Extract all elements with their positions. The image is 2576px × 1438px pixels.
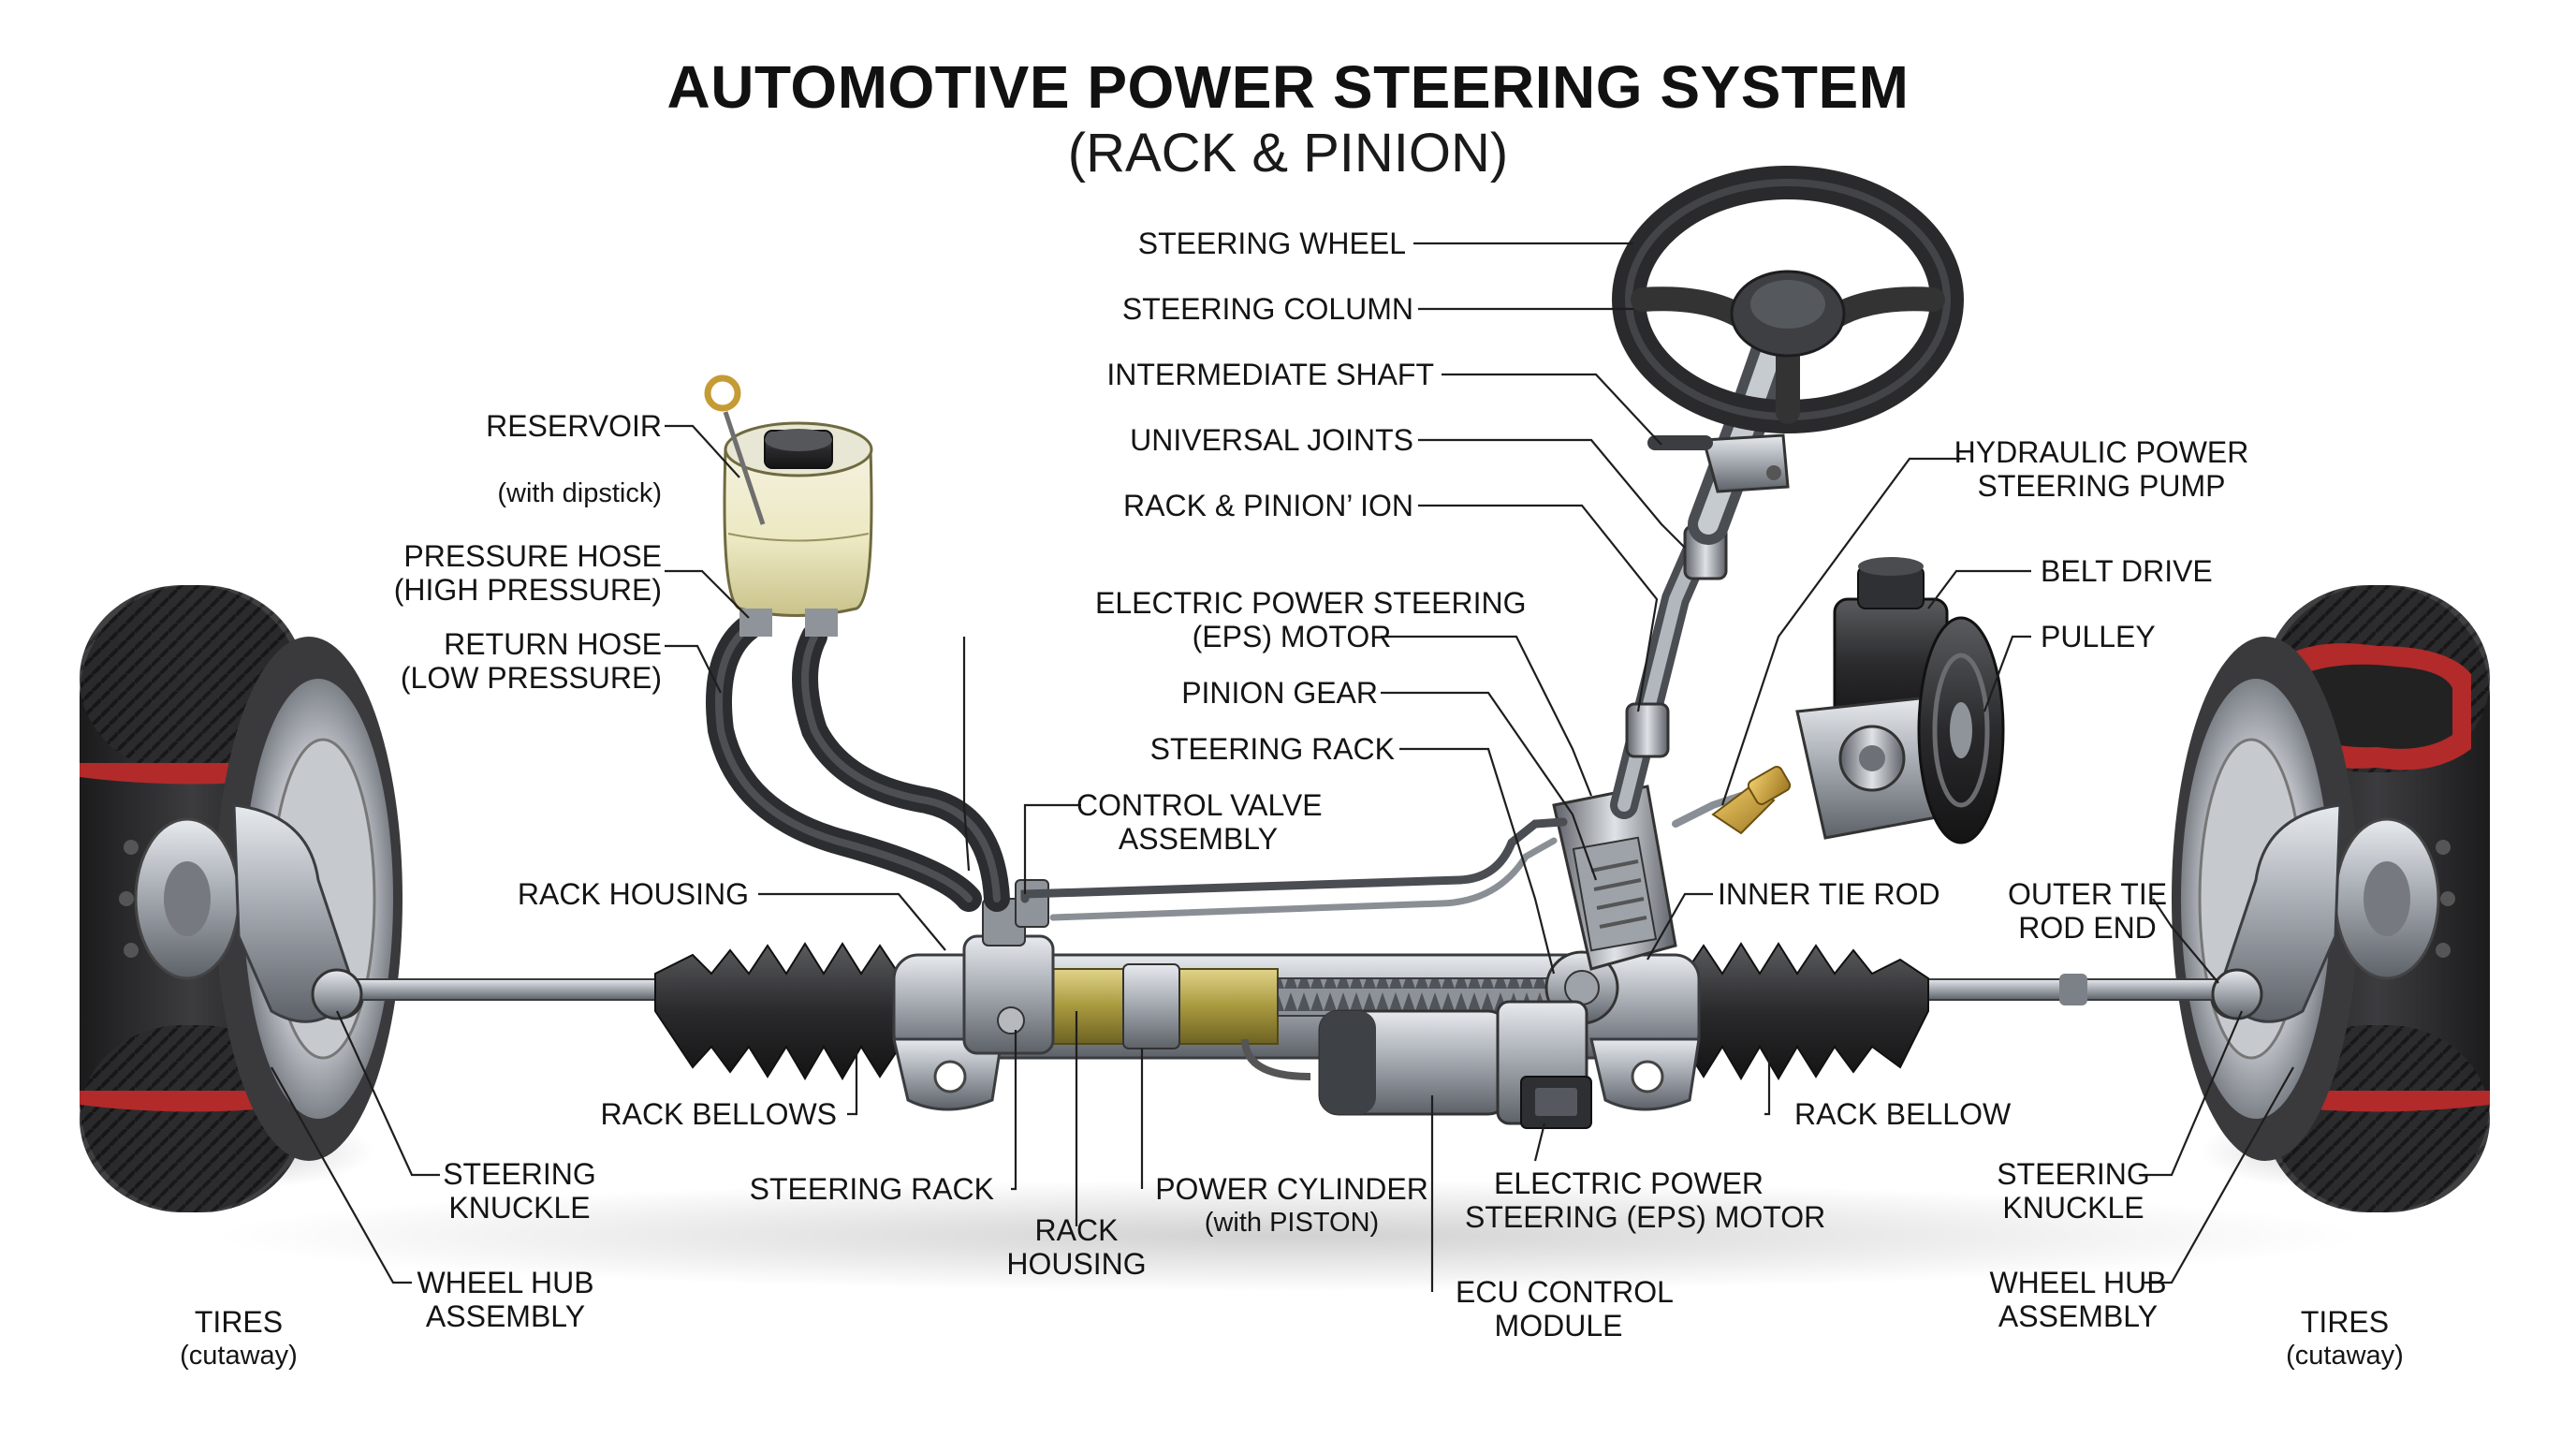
right-tire-cutaway: [2172, 585, 2490, 1212]
label-reservoir: RESERVOIR: [486, 409, 662, 443]
pinion-gear-tower: [1552, 785, 1677, 971]
label-inner-tie-rod: INNER TIE ROD: [1718, 877, 1940, 911]
page-title: AUTOMOTIVE POWER STEERING SYSTEM: [666, 53, 1910, 121]
label-belt-drive: BELT DRIVE: [2041, 554, 2213, 588]
label-tires-right: TIRES (cutaway): [2286, 1305, 2404, 1371]
label-pulley: PULLEY: [2041, 620, 2156, 653]
label-rack-housing-bottom: RACK HOUSING: [1006, 1213, 1147, 1281]
label-return-hose: RETURN HOSE (LOW PRESSURE): [400, 627, 662, 695]
label-control-valve: CONTROL VALVE ASSEMBLY: [1076, 788, 1323, 856]
label-power-cylinder: POWER CYLINDER (with PISTON): [1155, 1172, 1428, 1238]
pressure-hose: [706, 614, 982, 912]
label-intermediate-shaft: INTERMEDIATE SHAFT: [1106, 358, 1434, 391]
ecu-module: [1520, 1076, 1592, 1129]
label-pressure-hose: PRESSURE HOSE (HIGH PRESSURE): [393, 539, 662, 607]
label-rack-pinion: RACK & PINION’ ION: [1123, 489, 1413, 522]
ground-shadow: [212, 1180, 2364, 1292]
label-steering-column: STEERING COLUMN: [1121, 292, 1413, 326]
label-eps-motor-top: ELECTRIC POWER STEERING (EPS) MOTOR: [1095, 586, 1527, 653]
label-steering-knuckle-left: STEERING KNUCKLE: [443, 1157, 596, 1225]
steering-wheel: [1612, 166, 1964, 433]
left-rack-bellows: [654, 942, 900, 1080]
label-pinion-gear: PINION GEAR: [1181, 676, 1378, 710]
label-wheel-hub-left: WHEEL HUB ASSEMBLY: [417, 1266, 594, 1333]
reservoir-with-dipstick: [704, 374, 873, 637]
label-steering-wheel: STEERING WHEEL: [1137, 227, 1406, 260]
label-steering-rack-top: STEERING RACK: [1149, 732, 1395, 766]
label-outer-tie-rod-end: OUTER TIE ROD END: [2007, 877, 2168, 945]
right-tie-rod: [1899, 968, 2263, 1020]
label-rack-bellows: RACK BELLOWS: [600, 1097, 837, 1131]
label-rack-housing-left: RACK HOUSING: [517, 877, 749, 911]
page-subtitle: (RACK & PINION): [1067, 123, 1509, 183]
right-rack-bellows: [1684, 942, 1929, 1080]
eps-motor: [1241, 1000, 1588, 1125]
label-universal-joints: UNIVERSAL JOINTS: [1130, 423, 1413, 457]
label-tires-left: TIRES (cutaway): [180, 1305, 298, 1371]
label-rack-bellow: RACK BELLOW: [1794, 1097, 2012, 1131]
label-reservoir-note: (with dipstick): [497, 478, 662, 508]
label-steering-knuckle-right: STEERING KNUCKLE: [1997, 1157, 2150, 1225]
label-wheel-hub-right: WHEEL HUB ASSEMBLY: [1989, 1266, 2167, 1333]
label-eps-motor-bottom: ELECTRIC POWER STEERING (EPS) MOTOR: [1465, 1167, 1826, 1234]
left-tire-cutaway: [80, 585, 402, 1212]
leader-lines: [271, 242, 2294, 1292]
label-steering-rack-bottom: STEERING RACK: [749, 1172, 994, 1206]
label-ecu-control-module: ECU CONTROL MODULE: [1456, 1275, 1674, 1343]
label-hydraulic-pump: HYDRAULIC POWER STEERING PUMP: [1954, 435, 2249, 503]
hydraulic-pump: [1711, 557, 2005, 844]
return-hose: [792, 624, 1010, 912]
